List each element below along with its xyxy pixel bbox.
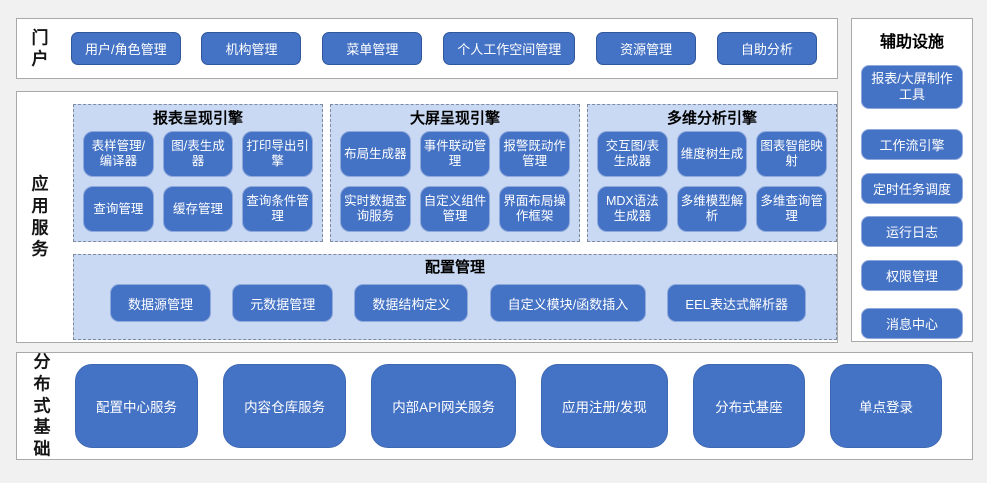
node-report-dashboard-authoring-tool: 报表/大屏制作工具: [861, 65, 963, 109]
node-multidim-model-parsing: 多维模型解析: [676, 186, 748, 232]
node-alarm-action-mgmt: 报警既动作管理: [499, 131, 571, 177]
engine-groups: 报表呈现引擎 表样管理/编译器 图/表生成器 打印导出引擎 查询管理 缓存管理 …: [73, 104, 837, 242]
group-row: 布局生成器 事件联动管理 报警既动作管理: [340, 131, 571, 177]
node-chart-table-generator: 图/表生成器: [162, 131, 234, 177]
node-eel-expression-parser: EEL表达式解析器: [667, 284, 806, 322]
auxiliary-section-title: 辅助设施: [879, 34, 944, 51]
node-ui-layout-framework: 界面布局操作框架: [499, 186, 571, 232]
group-report-engine: 报表呈现引擎 表样管理/编译器 图/表生成器 打印导出引擎 查询管理 缓存管理 …: [73, 104, 323, 242]
node-chart-smart-mapping: 图表智能映射: [756, 131, 828, 177]
node-org-mgmt: 机构管理: [201, 32, 302, 65]
group-olap-engine-title: 多维分析引擎: [666, 110, 757, 127]
app-services-section: 应用服务 报表呈现引擎 表样管理/编译器 图/表生成器 打印导出引擎 查询管理 …: [16, 91, 838, 343]
auxiliary-section: 辅助设施 报表/大屏制作工具 工作流引擎 定时任务调度 运行日志 权限管理 消息…: [851, 18, 973, 342]
node-user-role-mgmt: 用户/角色管理: [71, 32, 181, 65]
node-content-repository-service: 内容仓库服务: [223, 364, 347, 448]
node-data-structure-definition: 数据结构定义: [354, 284, 469, 322]
app-services-section-label: 应用服务: [31, 174, 49, 259]
group-report-engine-title: 报表呈现引擎: [152, 110, 243, 127]
node-app-registration-discovery: 应用注册/发现: [541, 364, 668, 448]
node-interactive-chart-generator: 交互图/表生成器: [597, 131, 668, 177]
group-row: 实时数据查询服务 自定义组件管理 界面布局操作框架: [340, 186, 571, 232]
portal-section: 门户 用户/角色管理 机构管理 菜单管理 个人工作空间管理 资源管理 自助分析: [16, 18, 838, 79]
node-query-condition-mgmt: 查询条件管理: [242, 186, 314, 232]
node-internal-api-gateway-service: 内部API网关服务: [371, 364, 516, 448]
node-permission-mgmt: 权限管理: [861, 260, 963, 291]
node-distributed-base: 分布式基座: [692, 364, 805, 448]
node-menu-mgmt: 菜单管理: [322, 32, 423, 65]
node-multidim-query-mgmt: 多维查询管理: [756, 186, 828, 232]
node-workspace-mgmt: 个人工作空间管理: [443, 32, 576, 65]
distributed-button-row: 配置中心服务 内容仓库服务 内部API网关服务 应用注册/发现 分布式基座 单点…: [75, 353, 942, 459]
node-dimension-tree-generation: 维度树生成: [676, 131, 748, 177]
node-mdx-syntax-generator: MDX语法生成器: [597, 186, 668, 232]
group-row: 查询管理 缓存管理 查询条件管理: [83, 186, 314, 232]
group-row: MDX语法生成器 多维模型解析 多维查询管理: [597, 186, 828, 232]
node-event-linkage-mgmt: 事件联动管理: [419, 131, 491, 177]
node-resource-mgmt: 资源管理: [596, 32, 697, 65]
node-run-log: 运行日志: [861, 216, 963, 247]
node-custom-component-mgmt: 自定义组件管理: [419, 186, 491, 232]
distributed-base-section-label: 分布式基础: [33, 352, 51, 459]
node-datasource-mgmt: 数据源管理: [110, 284, 212, 322]
group-olap-engine: 多维分析引擎 交互图/表生成器 维度树生成 图表智能映射 MDX语法生成器 多维…: [587, 104, 837, 242]
node-workflow-engine: 工作流引擎: [861, 129, 963, 160]
node-style-mgmt-compiler: 表样管理/编译器: [83, 131, 154, 177]
node-config-center-service: 配置中心服务: [75, 364, 198, 448]
config-button-row: 数据源管理 元数据管理 数据结构定义 自定义模块/函数插入 EEL表达式解析器: [74, 278, 836, 322]
node-message-center: 消息中心: [861, 308, 963, 339]
node-self-service-analysis: 自助分析: [716, 32, 817, 65]
group-dashboard-engine-title: 大屏呈现引擎: [409, 110, 500, 127]
group-config-mgmt-title: 配置管理: [424, 259, 485, 276]
node-cache-mgmt: 缓存管理: [162, 186, 234, 232]
group-dashboard-engine: 大屏呈现引擎 布局生成器 事件联动管理 报警既动作管理 实时数据查询服务 自定义…: [330, 104, 580, 242]
group-row: 交互图/表生成器 维度树生成 图表智能映射: [597, 131, 828, 177]
node-metadata-mgmt: 元数据管理: [232, 284, 334, 322]
node-print-export-engine: 打印导出引擎: [242, 131, 314, 177]
node-layout-generator: 布局生成器: [340, 131, 411, 177]
node-scheduled-task-dispatch: 定时任务调度: [861, 173, 963, 204]
portal-button-row: 用户/角色管理 机构管理 菜单管理 个人工作空间管理 资源管理 自助分析: [71, 19, 817, 78]
node-single-sign-on: 单点登录: [830, 364, 942, 448]
node-custom-module-function-insert: 自定义模块/函数插入: [489, 284, 647, 322]
node-realtime-data-query-service: 实时数据查询服务: [340, 186, 411, 232]
distributed-base-section: 分布式基础 配置中心服务 内容仓库服务 内部API网关服务 应用注册/发现 分布…: [16, 352, 973, 460]
group-config-mgmt: 配置管理 数据源管理 元数据管理 数据结构定义 自定义模块/函数插入 EEL表达…: [73, 254, 837, 340]
group-row: 表样管理/编译器 图/表生成器 打印导出引擎: [83, 131, 314, 177]
portal-section-label: 门户: [31, 27, 49, 69]
node-query-mgmt: 查询管理: [83, 186, 154, 232]
